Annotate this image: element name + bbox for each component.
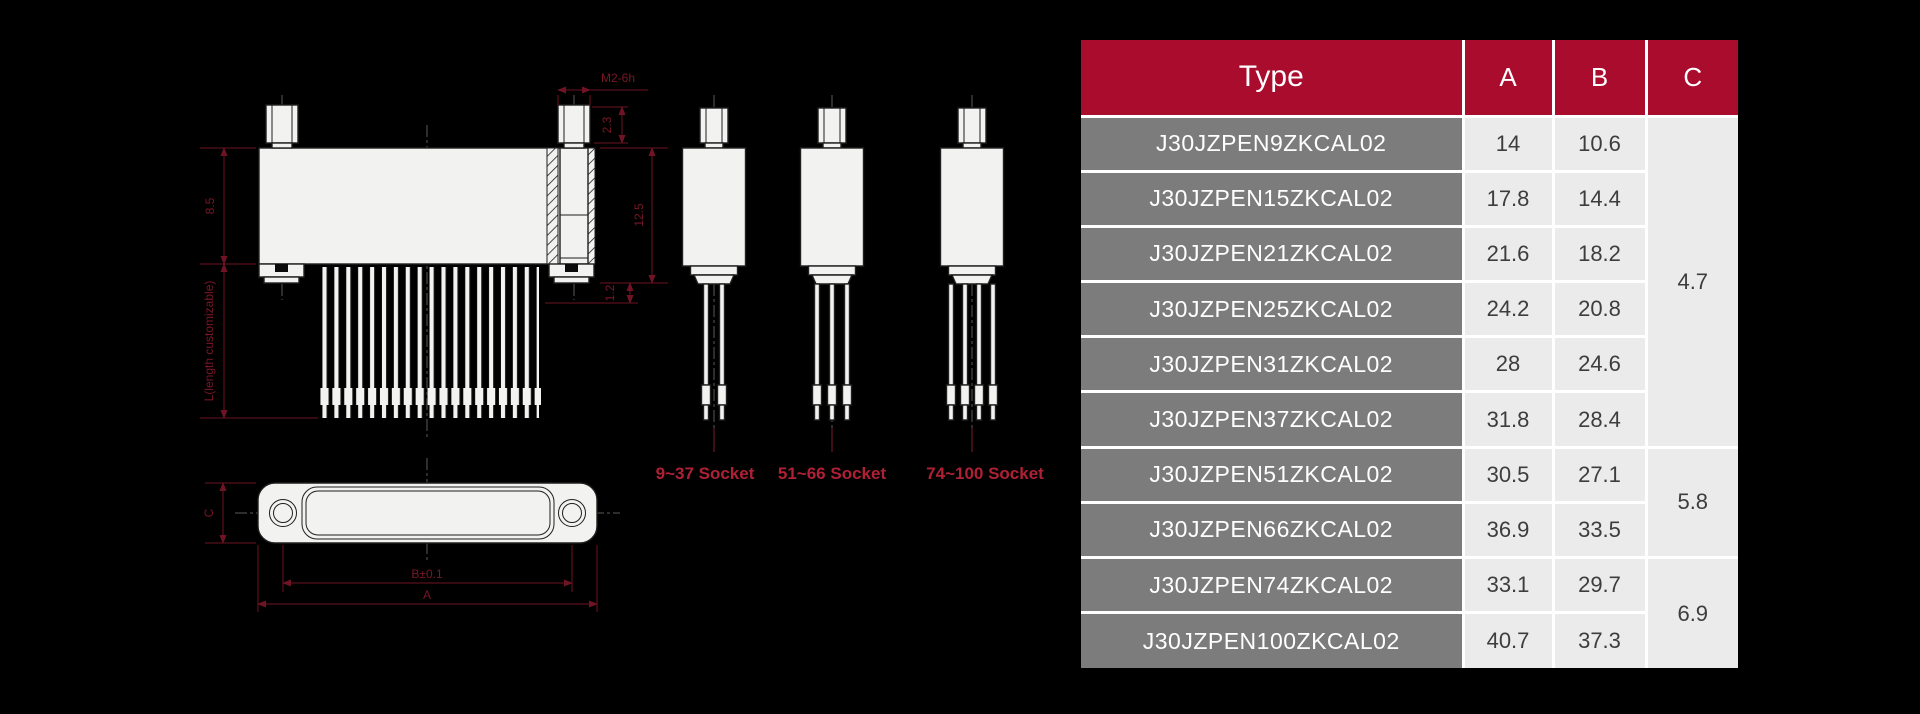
mounting-foot-left [258,263,305,284]
type-cell: J30JZPEN100ZKCAL02 [1081,611,1465,668]
dim-pin-shoulder: 1.2 [603,284,617,301]
b-cell: 37.3 [1551,611,1648,668]
pin-field [320,267,541,418]
a-cell: 14 [1461,114,1555,173]
table-row: J30JZPEN31ZKCAL02 28 24.6 [1081,335,1738,394]
a-cell: 36.9 [1461,500,1555,560]
type-cell: J30JZPEN37ZKCAL02 [1081,390,1465,449]
socket-range-label-1: 9~37 Socket [656,464,755,483]
dim-screw: 2.3 [600,116,614,133]
socket-small-view-1 [681,94,747,453]
table-row: J30JZPEN21ZKCAL02 21.6 18.2 [1081,224,1738,284]
dim-body-height: 8.5 [203,197,217,214]
mounting-foot-right [548,263,595,284]
b-cell: 28.4 [1551,390,1648,449]
c-cell: 5.8 [1644,445,1738,560]
socket-small-view-3 [939,94,1005,453]
b-cell: 10.6 [1551,114,1648,173]
b-cell: 18.2 [1551,224,1648,284]
insert-contour-outer [301,486,555,540]
table-row: J30JZPEN51ZKCAL02 30.5 27.1 5.8 [1081,445,1738,560]
type-cell: J30JZPEN74ZKCAL02 [1081,555,1465,615]
socket-small-view-2 [799,94,865,453]
jack-screw-left [265,104,299,149]
a-cell: 28 [1461,335,1555,394]
insert-contour-inner [305,490,551,536]
dimensions-main: 8.5 L(length customizable) M2-6h 2.3 12.… [200,71,668,419]
a-cell: 31.8 [1461,390,1555,449]
table-row: J30JZPEN37ZKCAL02 31.8 28.4 [1081,390,1738,449]
a-cell: 30.5 [1461,445,1555,504]
dim-thread: M2-6h [601,71,635,85]
dim-overall: A [423,588,431,602]
c-cell: 4.7 [1644,114,1738,449]
table-row: J30JZPEN9ZKCAL02 14 10.6 4.7 [1081,114,1738,449]
b-cell: 14.4 [1551,169,1648,228]
b-cell: 33.5 [1551,500,1648,560]
a-cell: 24.2 [1461,280,1555,339]
col-header-b: B [1551,40,1648,118]
a-cell: 17.8 [1461,169,1555,228]
b-cell: 29.7 [1551,555,1648,615]
a-cell: 40.7 [1461,611,1555,668]
type-cell: J30JZPEN15ZKCAL02 [1081,169,1465,228]
socket-range-label-3: 74~100 Socket [926,464,1044,483]
spec-table: Type A B C J30JZPEN9ZKCAL02 14 10.6 4.7 … [1081,40,1738,668]
type-cell: J30JZPEN66ZKCAL02 [1081,500,1465,560]
mounting-hole-left [269,499,297,527]
a-cell: 33.1 [1461,555,1555,615]
table-row: J30JZPEN66ZKCAL02 36.9 33.5 [1081,500,1738,560]
b-cell: 24.6 [1551,335,1648,394]
type-cell: J30JZPEN25ZKCAL02 [1081,280,1465,339]
type-cell: J30JZPEN51ZKCAL02 [1081,445,1465,504]
col-header-c: C [1644,40,1738,118]
type-cell: J30JZPEN21ZKCAL02 [1081,224,1465,284]
main-side-view [258,95,596,440]
section-hatch-left [546,147,559,265]
screw-slot [559,147,589,265]
col-header-type: Type [1081,40,1465,118]
jack-screw-right [557,104,591,149]
type-cell: J30JZPEN31ZKCAL02 [1081,335,1465,394]
dimensions-face: C B±0.1 A [202,482,598,612]
table-row: J30JZPEN25ZKCAL02 24.2 20.8 [1081,280,1738,339]
type-cell: J30JZPEN9ZKCAL02 [1081,114,1465,173]
table-row: J30JZPEN15ZKCAL02 17.8 14.4 [1081,169,1738,228]
flange-plate [257,482,598,544]
dim-length-note: L(length customizable) [202,281,216,402]
table-row: J30JZPEN100ZKCAL02 40.7 37.3 [1081,611,1738,668]
table-row: J30JZPEN74ZKCAL02 33.1 29.7 6.9 [1081,555,1738,668]
c-cell: 6.9 [1644,556,1738,668]
socket-range-label-2: 51~66 Socket [778,464,887,483]
a-cell: 21.6 [1461,224,1555,284]
dim-hole-span: B±0.1 [411,567,443,581]
dim-plate: C [202,508,216,517]
technical-drawing: 8.5 L(length customizable) M2-6h 2.3 12.… [200,71,1044,612]
face-view [235,458,620,562]
col-header-a: A [1461,40,1555,118]
b-cell: 20.8 [1551,280,1648,339]
connector-body [258,147,595,265]
b-cell: 27.1 [1551,445,1648,504]
dim-side-height: 12.5 [632,203,646,227]
